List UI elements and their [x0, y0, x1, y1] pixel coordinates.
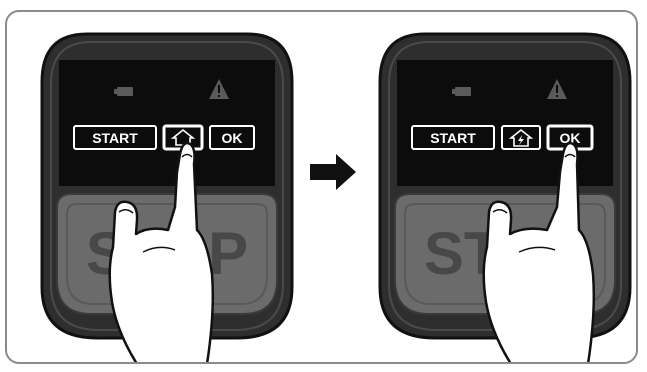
battery-tip-icon — [114, 89, 117, 94]
start-button[interactable]: START — [74, 126, 156, 149]
start-button-label: START — [92, 130, 138, 146]
right-arrow-icon — [308, 152, 360, 192]
start-button-label: START — [430, 130, 476, 146]
ok-button[interactable]: OK — [210, 126, 254, 149]
display-panel — [59, 60, 275, 186]
ok-button-label: OK — [222, 130, 243, 146]
battery-icon — [117, 87, 133, 96]
home-button[interactable] — [502, 126, 540, 149]
display-panel — [397, 60, 613, 186]
start-button[interactable]: START — [412, 126, 494, 149]
remote-control-step-1: START OK STOP — [37, 12, 297, 364]
battery-icon — [455, 87, 471, 96]
illustration-frame: START OK STOP — [5, 10, 638, 364]
battery-tip-icon — [452, 89, 455, 94]
remote-control-step-2: START OK — [375, 12, 635, 364]
step-1-panel: START OK STOP — [37, 12, 297, 364]
step-2-panel: START OK — [375, 12, 635, 364]
